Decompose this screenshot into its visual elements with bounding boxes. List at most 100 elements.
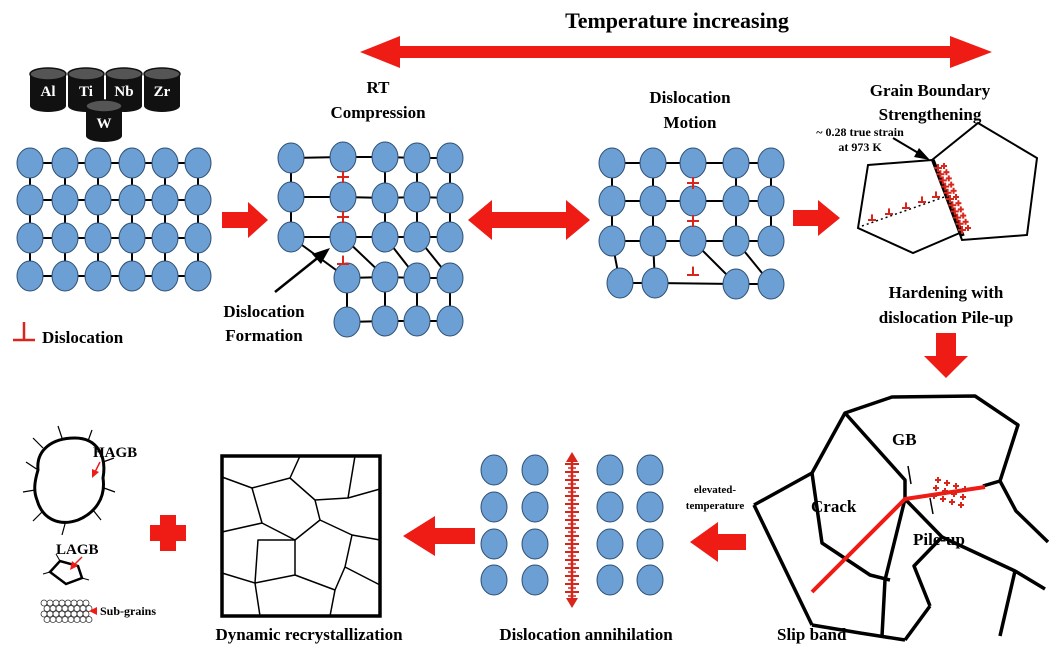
atom	[436, 305, 464, 337]
atom	[436, 262, 464, 294]
arrow-to-annihilation	[690, 522, 746, 562]
atom	[436, 182, 464, 214]
sub-grain	[79, 605, 87, 612]
arrow-to-gb-strengthening	[793, 200, 840, 236]
compression-label: Compression	[330, 103, 426, 122]
atom	[722, 147, 750, 179]
hardening-label-1: Hardening with	[889, 283, 1004, 302]
sub-grain	[64, 599, 72, 607]
subgrains-label: Sub-grains	[100, 604, 156, 618]
pileup-tick-2	[929, 497, 934, 515]
atom	[403, 262, 431, 294]
sub-grain	[85, 616, 93, 623]
atom	[636, 454, 664, 486]
arrow-down-to-crack	[924, 333, 968, 378]
atom	[639, 185, 667, 217]
lagb-pointer-arrow	[70, 556, 83, 570]
elevated-label-1: elevated-	[694, 484, 736, 496]
atom	[679, 147, 707, 179]
drum-w-label: W	[97, 116, 112, 132]
sub-grain	[76, 599, 84, 607]
column-arrow-up-icon	[566, 452, 578, 462]
atom	[521, 564, 549, 596]
atom	[277, 181, 305, 213]
atom	[636, 564, 664, 596]
lattice-bond	[654, 282, 737, 285]
hardening-label-2: dislocation Pile-up	[879, 308, 1014, 327]
crack-label: Crack	[811, 497, 857, 516]
atom	[596, 491, 624, 523]
gb-strengthening-label-1: Grain Boundary	[870, 81, 991, 100]
sub-grain	[55, 605, 63, 612]
drum-ti-label: Ti	[79, 84, 93, 100]
atom	[757, 185, 785, 217]
atom	[480, 491, 508, 523]
motion-lattice	[598, 147, 785, 300]
atom	[521, 491, 549, 523]
drum-zr: Zr	[143, 67, 181, 112]
atom	[118, 260, 146, 292]
sub-grain	[79, 616, 87, 623]
recrystallized-grains	[220, 454, 382, 618]
rt-label: RT	[366, 78, 390, 97]
atom	[51, 147, 79, 179]
sub-grain	[70, 599, 78, 607]
sub-grain	[49, 616, 57, 623]
atom	[480, 454, 508, 486]
atom	[329, 181, 357, 213]
atom	[84, 222, 112, 254]
arrow-to-recrystallization	[403, 516, 475, 556]
atom	[639, 147, 667, 179]
atom	[596, 454, 624, 486]
sub-grain	[82, 599, 90, 607]
hagb-label: HAGB	[93, 445, 137, 461]
drum-al: Al	[29, 67, 67, 112]
slip-band-label: Slip band	[777, 625, 847, 644]
drx-label: Dynamic recrystallization	[215, 625, 403, 644]
atom	[722, 225, 750, 257]
gb-dislocations	[868, 191, 940, 221]
atom	[16, 222, 44, 254]
atom	[371, 305, 399, 337]
gb-pileup	[934, 163, 971, 234]
sub-grain	[46, 610, 54, 618]
atom	[277, 221, 305, 253]
atom	[636, 491, 664, 523]
sub-grain	[58, 599, 66, 607]
atom	[84, 184, 112, 216]
gb-label: GB	[892, 430, 917, 449]
dislocation-legend: Dislocation	[13, 322, 124, 347]
atom	[722, 268, 750, 300]
atom	[371, 261, 399, 293]
grain-network-crack	[752, 394, 1050, 642]
subgrains-pointer-arrow	[89, 607, 97, 615]
grain-right	[930, 121, 1039, 242]
atom	[329, 221, 357, 253]
atom	[722, 185, 750, 217]
atom	[51, 260, 79, 292]
compressed-lattice	[277, 141, 464, 338]
atom	[403, 221, 431, 253]
atom	[16, 260, 44, 292]
sub-grain	[46, 599, 54, 607]
atom	[641, 267, 669, 299]
atom	[151, 184, 179, 216]
sub-grain	[64, 610, 72, 618]
sub-grain	[82, 610, 90, 618]
atom	[521, 454, 549, 486]
sub-grain	[55, 616, 63, 623]
atom	[521, 528, 549, 560]
sub-grain	[73, 616, 81, 623]
gb-strengthening-label-2: Strengthening	[879, 105, 982, 124]
sub-grain	[61, 616, 69, 623]
annihilated-dislocations	[565, 452, 579, 608]
sub-grain	[40, 610, 48, 618]
atom	[16, 184, 44, 216]
atom	[679, 185, 707, 217]
double-arrow-compression-motion	[468, 200, 590, 240]
sub-grain	[67, 616, 75, 623]
sub-grain	[43, 605, 51, 612]
grain-left	[856, 158, 964, 255]
atom	[118, 184, 146, 216]
atom	[639, 225, 667, 257]
